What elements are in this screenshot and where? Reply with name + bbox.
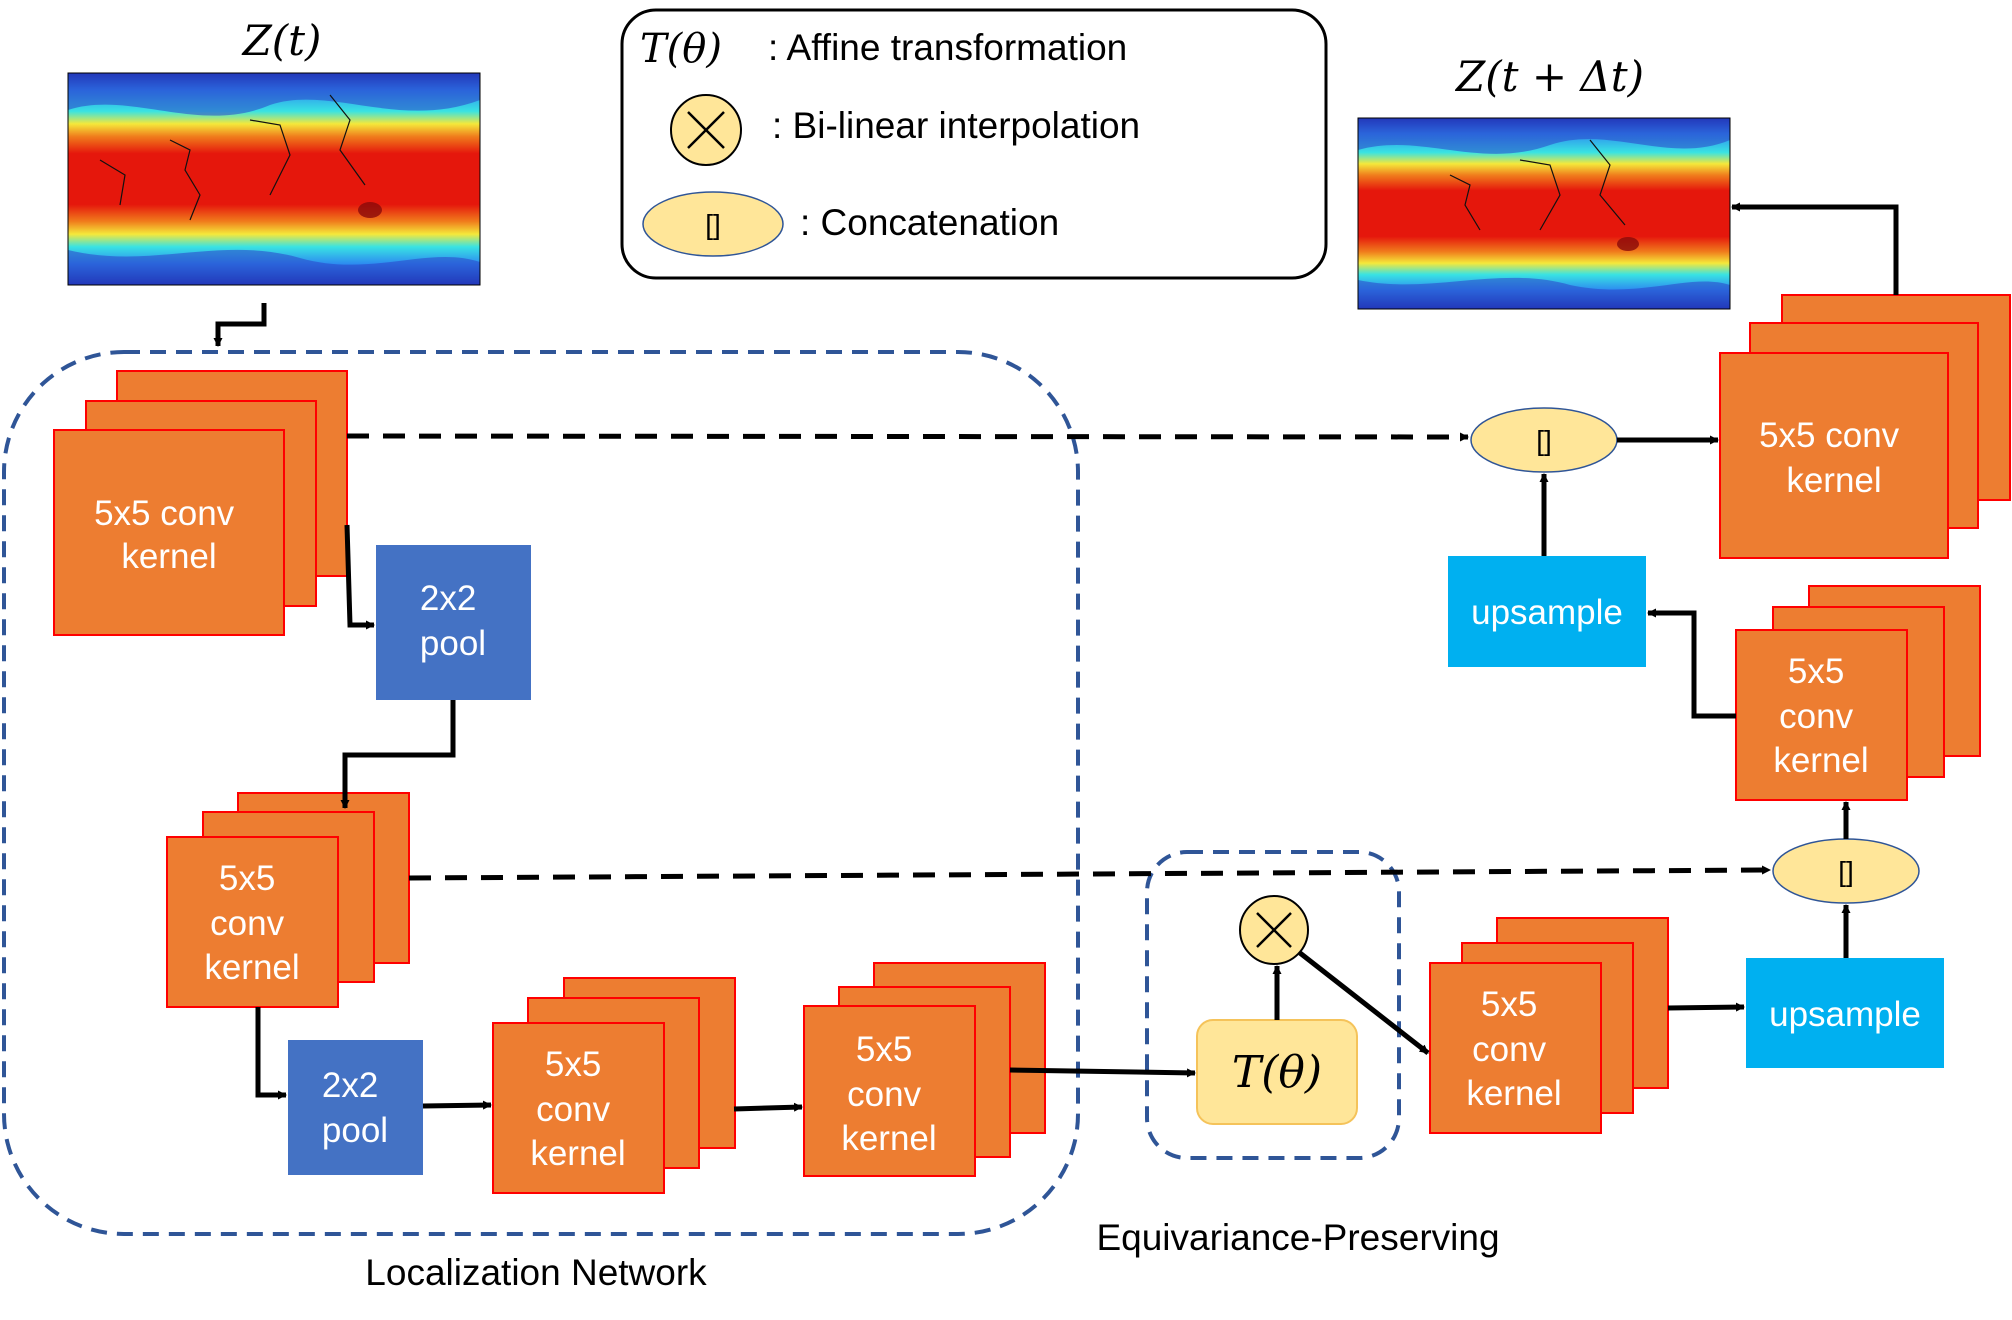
svg-text:5x5 conv kernel: 5x5 conv kernel bbox=[1773, 652, 1868, 780]
localization-network-title: Localization Network bbox=[365, 1252, 707, 1293]
concat-node-2-label: [] bbox=[1838, 856, 1854, 887]
pool-block-1: 2x2 pool bbox=[376, 545, 531, 700]
pool-block-1-line: 2x2 bbox=[420, 579, 476, 618]
arrow-conv4-to-transform bbox=[1009, 1067, 1196, 1078]
conv-block-5-line: 5x5 bbox=[1481, 985, 1537, 1024]
skip-conv1-to-concat1 bbox=[346, 432, 1469, 442]
conv-block-1-line: kernel bbox=[121, 537, 216, 576]
svg-text:2x2 pool: 2x2 pool bbox=[322, 1066, 388, 1150]
conv-block-3-line: 5x5 bbox=[545, 1045, 601, 1084]
arrow-conv3-to-conv4 bbox=[733, 1102, 803, 1112]
equivariance-border bbox=[1145, 850, 1401, 1160]
arrow-interp-to-conv5 bbox=[1298, 951, 1430, 1055]
conv-block-7-line: kernel bbox=[1786, 461, 1881, 500]
conv-block-1: 5x5 conv kernel bbox=[53, 370, 348, 636]
arrow-conv7-to-output bbox=[1731, 202, 1899, 295]
conv-block-5-line: kernel bbox=[1466, 1074, 1561, 1113]
conv-block-4: 5x5 conv kernel bbox=[803, 962, 1046, 1177]
legend-concat-icon: [] bbox=[642, 191, 784, 257]
pool-block-1-line: pool bbox=[420, 624, 486, 663]
output-label: Z(t + Δt) bbox=[1454, 52, 1644, 101]
conv-block-6-line: 5x5 bbox=[1788, 652, 1844, 691]
conv-block-5-line: conv bbox=[1472, 1030, 1546, 1069]
conv-block-5: 5x5 conv kernel bbox=[1429, 917, 1669, 1134]
input-label: Z(t) bbox=[241, 16, 322, 65]
conv-block-1-line: 5x5 conv bbox=[94, 494, 235, 533]
pool-block-2-line: pool bbox=[322, 1111, 388, 1150]
arrow-input-to-conv1 bbox=[213, 303, 267, 347]
upsample-block-2-label: upsample bbox=[1471, 593, 1623, 632]
conv-block-7-line: 5x5 conv bbox=[1759, 416, 1900, 455]
conv-block-6: 5x5 conv kernel bbox=[1735, 585, 1981, 801]
arrow-conv2-to-pool2 bbox=[255, 1007, 287, 1100]
legend-concat-text: : Concatenation bbox=[800, 202, 1059, 243]
conv-block-2: 5x5 conv kernel bbox=[166, 792, 410, 1008]
svg-text:5x5 conv kernel: 5x5 conv kernel bbox=[94, 494, 244, 576]
legend-interp-text: : Bi-linear interpolation bbox=[772, 105, 1140, 146]
legend: T(θ) : Affine transformation : Bi-linear… bbox=[620, 8, 1328, 280]
arrow-pool2-to-conv3 bbox=[422, 1100, 492, 1110]
interpolation-node bbox=[1239, 895, 1309, 965]
arrow-conv6-to-upsample2 bbox=[1647, 608, 1736, 719]
output-heatmap bbox=[1357, 117, 1731, 310]
concat-node-1: [] bbox=[1470, 407, 1618, 473]
pool-block-2: 2x2 pool bbox=[288, 1040, 423, 1175]
equivariance-title: Equivariance-Preserving bbox=[1096, 1217, 1499, 1258]
transform-label: T(θ) bbox=[1232, 1047, 1322, 1098]
localization-network-border bbox=[2, 350, 1080, 1236]
conv-block-6-line: kernel bbox=[1773, 741, 1868, 780]
arrow-conv1-to-pool1 bbox=[344, 524, 375, 630]
legend-affine-symbol: T(θ) bbox=[640, 26, 722, 72]
concat-node-1-label: [] bbox=[1536, 425, 1552, 456]
connectors bbox=[213, 202, 1899, 1112]
conv-block-3-line: conv bbox=[536, 1090, 610, 1129]
arrow-conv5-to-upsample1 bbox=[1667, 1002, 1745, 1012]
concat-node-2: [] bbox=[1772, 838, 1920, 904]
conv-block-3-line: kernel bbox=[530, 1134, 625, 1173]
upsample-block-2: upsample bbox=[1448, 556, 1646, 667]
upsample-block-1: upsample bbox=[1746, 958, 1944, 1068]
conv-block-4-line: kernel bbox=[841, 1119, 936, 1158]
conv-block-7: 5x5 conv kernel bbox=[1719, 294, 2011, 559]
conv-block-2-line: kernel bbox=[204, 948, 299, 987]
svg-text:2x2 pool: 2x2 pool bbox=[420, 579, 486, 663]
input-heatmap bbox=[67, 72, 481, 286]
svg-text:5x5 conv kernel: 5x5 conv kernel bbox=[1759, 416, 1909, 500]
conv-block-3: 5x5 conv kernel bbox=[492, 977, 736, 1194]
arrow-pool1-to-conv2 bbox=[340, 700, 456, 809]
svg-text:5x5 conv kernel: 5x5 conv kernel bbox=[530, 1045, 625, 1173]
skip-conv2-to-concat2 bbox=[408, 865, 1771, 881]
conv-block-2-line: conv bbox=[210, 904, 284, 943]
conv-block-4-line: conv bbox=[847, 1075, 921, 1114]
svg-text:5x5 conv kernel: 5x5 conv kernel bbox=[204, 859, 299, 987]
svg-text:5x5 conv kernel: 5x5 conv kernel bbox=[841, 1030, 936, 1158]
legend-affine-text: : Affine transformation bbox=[768, 27, 1127, 68]
legend-concat-symbol: [] bbox=[705, 209, 721, 240]
conv-block-4-line: 5x5 bbox=[856, 1030, 912, 1069]
transform-block: T(θ) bbox=[1196, 1019, 1358, 1125]
conv-block-6-line: conv bbox=[1779, 697, 1853, 736]
upsample-block-1-label: upsample bbox=[1769, 995, 1921, 1034]
legend-interpolation-icon bbox=[670, 94, 742, 166]
svg-text:5x5 conv kernel: 5x5 conv kernel bbox=[1466, 985, 1561, 1113]
conv-block-2-line: 5x5 bbox=[219, 859, 275, 898]
pool-block-2-line: 2x2 bbox=[322, 1066, 378, 1105]
